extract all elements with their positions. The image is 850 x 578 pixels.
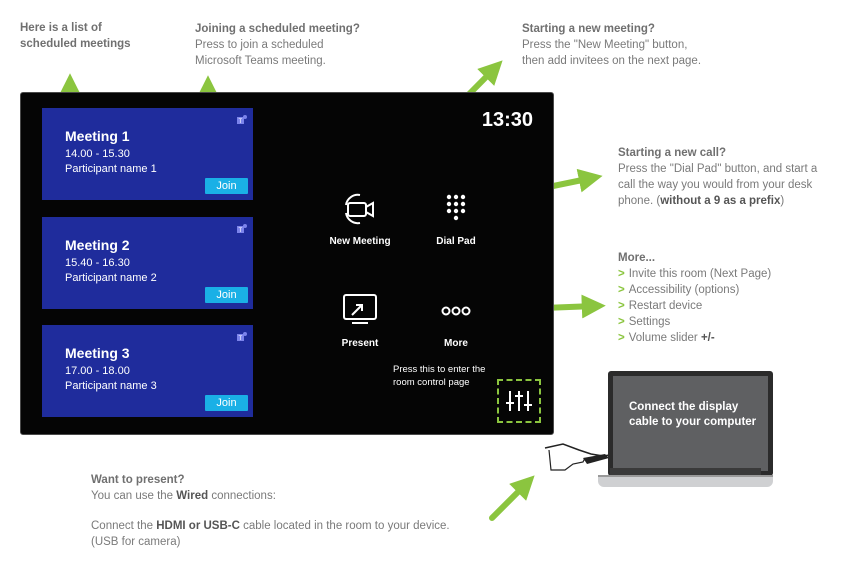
join-button[interactable]: Join — [205, 178, 248, 194]
laptop-screen: Connect the display cable to your comput… — [608, 371, 773, 476]
new-meeting-button[interactable]: New Meeting — [315, 189, 405, 247]
laptop-hinge — [610, 468, 761, 476]
room-control-button[interactable] — [497, 379, 541, 423]
teams-icon: T — [237, 115, 247, 125]
meeting-participant: Participant name 3 — [65, 380, 157, 392]
meeting-card-3: T Meeting 3 17.00 - 18.00 Participant na… — [42, 325, 253, 417]
more-list-item: >Settings — [618, 316, 671, 328]
meeting-time: 15.40 - 16.30 — [65, 257, 130, 269]
more-list-item: >Restart device — [618, 300, 703, 312]
room-control-hint: Press this to enter the room control pag… — [393, 364, 486, 388]
dial-pad-icon — [446, 194, 466, 221]
meeting-participant: Participant name 2 — [65, 272, 157, 284]
join-button[interactable]: Join — [205, 287, 248, 303]
more-list-item: >Volume slider +/- — [618, 332, 715, 344]
join-button[interactable]: Join — [205, 395, 248, 411]
meeting-title: Meeting 2 — [65, 237, 130, 253]
more-button[interactable]: More — [411, 291, 501, 349]
meeting-title: Meeting 1 — [65, 128, 130, 144]
svg-text:T: T — [239, 228, 243, 234]
laptop-base — [598, 475, 773, 487]
present-screen-icon — [343, 294, 377, 324]
teams-icon: T — [237, 332, 247, 342]
meeting-time: 14.00 - 15.30 — [65, 148, 130, 160]
laptop-illustration: Connect the display cable to your comput… — [598, 368, 773, 490]
more-list-item: >Invite this room (Next Page) — [618, 268, 772, 280]
room-display-screen: T Meeting 1 14.00 - 15.30 Participant na… — [20, 92, 554, 435]
more-list-item: >Accessibility (options) — [618, 284, 740, 296]
more-options-icon — [441, 306, 471, 316]
new-call-annotation: Starting a new call? Press the "Dial Pad… — [618, 147, 818, 207]
meeting-participant: Participant name 1 — [65, 163, 157, 175]
svg-text:T: T — [239, 336, 243, 342]
schedule-list-annotation: Here is a list of scheduled meetings — [20, 22, 131, 50]
meeting-title: Meeting 3 — [65, 345, 130, 361]
new-meeting-annotation: Starting a new meeting? Press the "New M… — [522, 23, 702, 67]
svg-text:T: T — [239, 119, 243, 125]
sliders-icon — [506, 391, 532, 411]
more-annotation: More... >Invite this room (Next Page) >A… — [618, 252, 772, 344]
meeting-card-1: T Meeting 1 14.00 - 15.30 Participant na… — [42, 108, 253, 200]
dial-pad-button[interactable]: Dial Pad — [411, 189, 501, 247]
video-camera-icon — [345, 193, 374, 225]
clock: 13:30 — [481, 109, 533, 131]
teams-icon: T — [237, 224, 247, 234]
meeting-time: 17.00 - 18.00 — [65, 365, 130, 377]
join-meeting-annotation: Joining a scheduled meeting? Press to jo… — [195, 23, 360, 67]
present-annotation: Want to present? You can use the Wired c… — [91, 474, 450, 548]
meeting-card-2: T Meeting 2 15.40 - 16.30 Participant na… — [42, 217, 253, 309]
present-button[interactable]: Present — [315, 291, 405, 349]
